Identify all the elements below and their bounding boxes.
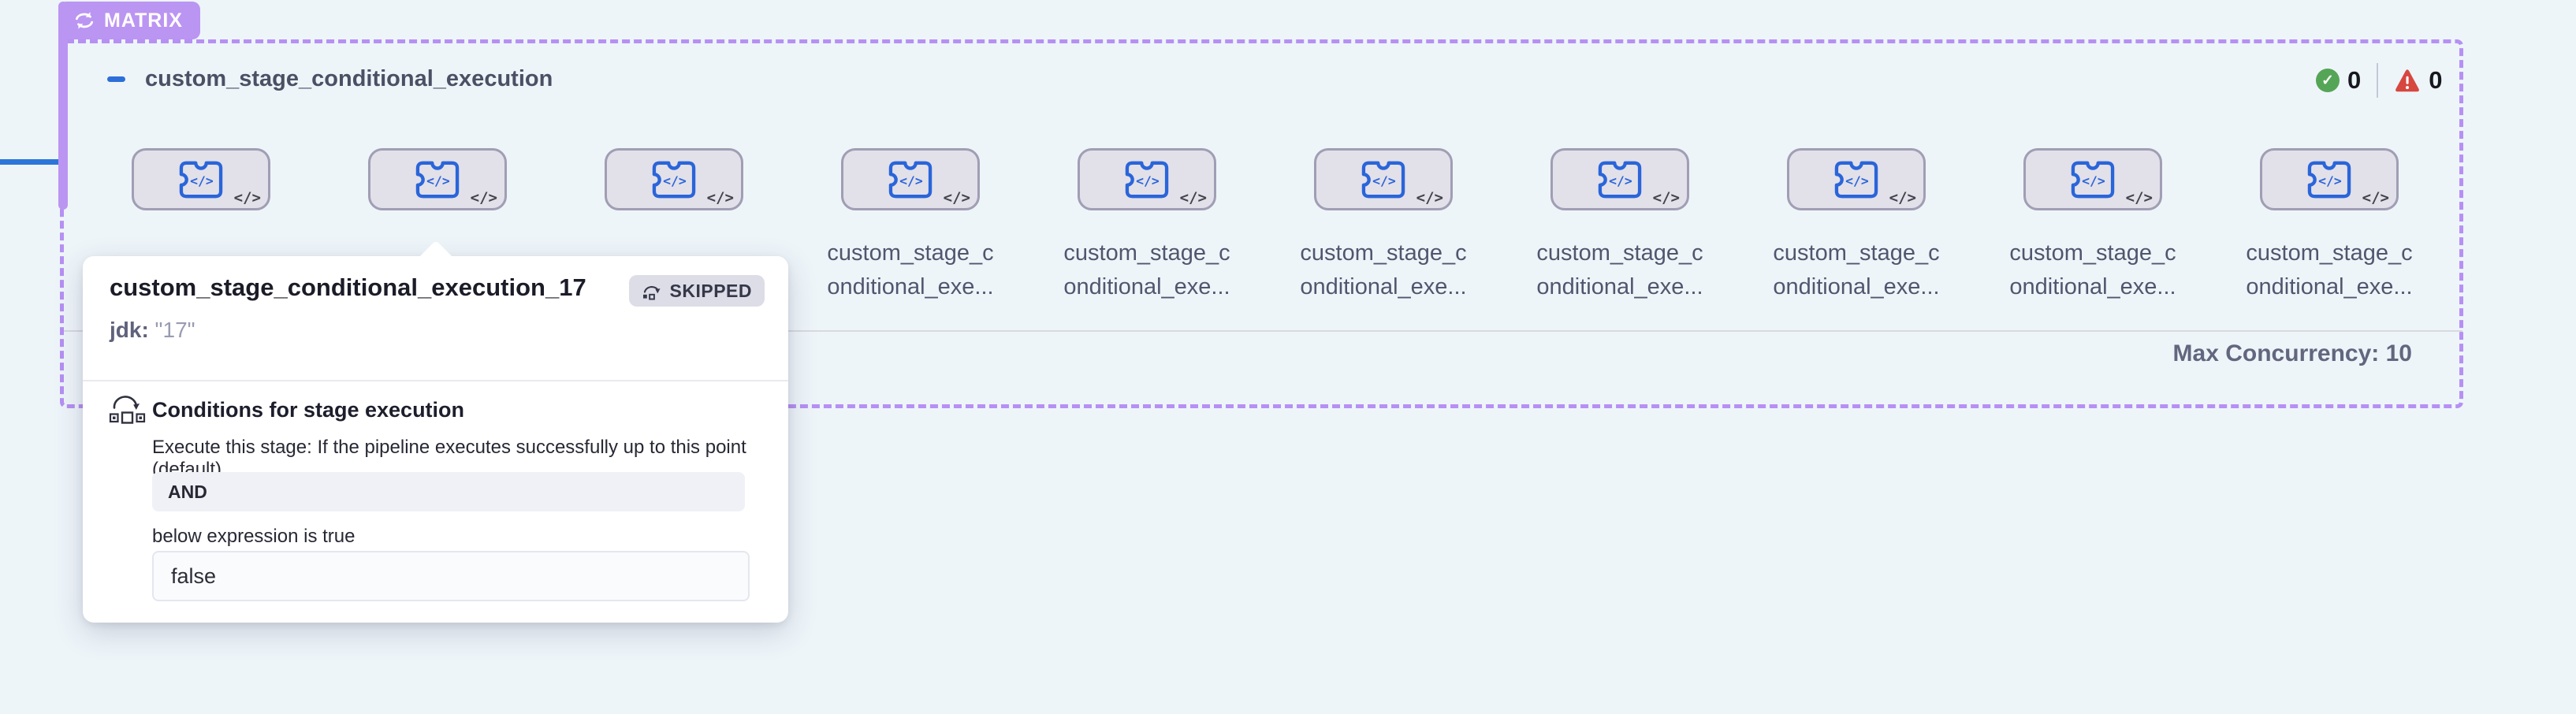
max-concurrency-label: Max Concurrency: 10 xyxy=(2172,340,2412,366)
stage-card[interactable]: </> </> xyxy=(2023,148,2162,210)
stage-card[interactable]: </> </> xyxy=(368,148,507,210)
matrix-badge: MATRIX xyxy=(58,2,200,39)
stage-item: </> </> custom_stage_c onditional_exe... xyxy=(2246,148,2413,299)
svg-text:</>: </> xyxy=(2318,173,2342,188)
loop-icon xyxy=(75,12,94,29)
code-icon: </> xyxy=(706,189,734,206)
stage-card[interactable]: </> </> xyxy=(1550,148,1689,210)
conditional-execution-icon xyxy=(109,396,146,424)
custom-stage-icon: </> xyxy=(652,161,696,198)
variable-key: jdk: xyxy=(110,318,149,342)
stage-details-popover: custom_stage_conditional_execution_17 SK… xyxy=(83,240,788,623)
svg-text:</>: </> xyxy=(899,173,923,188)
conditions-heading: Conditions for stage execution xyxy=(152,398,465,422)
counts-divider xyxy=(2377,63,2379,98)
stage-card[interactable]: </> </> xyxy=(1078,148,1216,210)
success-count: 0 xyxy=(2347,66,2362,94)
code-icon: </> xyxy=(1416,189,1443,206)
section-divider xyxy=(64,330,2462,332)
skipped-icon xyxy=(642,285,661,300)
stage-card[interactable]: </> </> xyxy=(1314,148,1453,210)
variable-value: "17" xyxy=(148,318,195,342)
custom-stage-icon: </> xyxy=(415,161,460,198)
conditions-note: below expression is true xyxy=(152,526,356,547)
custom-stage-icon: </> xyxy=(179,161,223,198)
svg-text:</>: </> xyxy=(426,173,450,188)
stage-label: custom_stage_c onditional_exe... xyxy=(1300,240,1467,299)
stage-card[interactable]: </> </> xyxy=(841,148,980,210)
stage-label: custom_stage_c onditional_exe... xyxy=(1063,240,1230,299)
code-icon: </> xyxy=(1889,189,1916,206)
code-icon: </> xyxy=(943,189,970,206)
custom-stage-icon: </> xyxy=(1361,161,1405,198)
popover-title: custom_stage_conditional_execution_17 xyxy=(110,273,586,301)
svg-text:</>: </> xyxy=(1609,173,1632,188)
status-badge: SKIPPED xyxy=(628,275,765,307)
status-badge-label: SKIPPED xyxy=(669,280,752,301)
stage-card[interactable]: </> </> xyxy=(2260,148,2399,210)
popover-divider xyxy=(83,380,788,381)
stage-item: </> </> custom_stage_c onditional_exe... xyxy=(1773,148,1940,299)
stage-card[interactable]: </> </> xyxy=(132,148,270,210)
stage-item: </> </> custom_stage_c onditional_exe... xyxy=(605,148,743,210)
stage-item: </> </> custom_stage_c onditional_exe... xyxy=(132,148,270,210)
stage-label: custom_stage_c onditional_exe... xyxy=(2246,240,2413,299)
stage-label: custom_stage_c onditional_exe... xyxy=(2009,240,2176,299)
custom-stage-icon: </> xyxy=(2071,161,2115,198)
collapse-button[interactable] xyxy=(107,76,125,82)
code-icon: </> xyxy=(233,189,261,206)
stage-item: </> </> custom_stage_c onditional_exe... xyxy=(1536,148,1703,299)
expression-input: false xyxy=(152,551,750,601)
custom-stage-icon: </> xyxy=(1125,161,1169,198)
svg-text:</>: </> xyxy=(663,173,687,188)
error-count: 0 xyxy=(2429,66,2443,94)
matrix-title: custom_stage_conditional_execution xyxy=(145,66,553,91)
code-icon: </> xyxy=(2362,189,2389,206)
custom-stage-icon: </> xyxy=(2307,161,2351,198)
code-icon: </> xyxy=(470,189,497,206)
svg-text:</>: </> xyxy=(1372,173,1396,188)
check-glyph: ✓ xyxy=(2321,72,2334,89)
custom-stage-icon: </> xyxy=(1598,161,1642,198)
stage-label: custom_stage_c onditional_exe... xyxy=(1536,240,1703,299)
success-icon: ✓ xyxy=(2316,69,2340,92)
stage-item: </> </> custom_stage_c onditional_exe... xyxy=(1300,148,1467,299)
code-icon: </> xyxy=(1179,189,1207,206)
warning-icon xyxy=(2395,69,2420,92)
matrix-container xyxy=(60,39,2463,408)
svg-text:</>: </> xyxy=(1845,173,1869,188)
operator-bar: AND xyxy=(152,472,745,511)
status-counts: ✓ 0 0 xyxy=(2316,63,2443,98)
svg-text:</>: </> xyxy=(190,173,214,188)
stage-item: </> </> custom_stage_c onditional_exe... xyxy=(2009,148,2176,299)
code-icon: </> xyxy=(2125,189,2153,206)
custom-stage-icon: </> xyxy=(1834,161,1878,198)
custom-stage-icon: </> xyxy=(888,161,932,198)
stage-label: custom_stage_c onditional_exe... xyxy=(1773,240,1940,299)
matrix-badge-label: MATRIX xyxy=(104,9,183,32)
stage-item: </> </> custom_stage_c onditional_exe... xyxy=(1063,148,1230,299)
stage-label: custom_stage_c onditional_exe... xyxy=(827,240,994,299)
stage-card[interactable]: </> </> xyxy=(605,148,743,210)
stage-item: </> </> custom_stage_c onditional_exe... xyxy=(368,148,507,210)
stage-card[interactable]: </> </> xyxy=(1787,148,1926,210)
matrix-accent-bar xyxy=(58,2,68,210)
svg-text:</>: </> xyxy=(1136,173,1160,188)
pipeline-connector-line xyxy=(0,159,63,165)
svg-text:</>: </> xyxy=(2082,173,2105,188)
code-icon: </> xyxy=(1652,189,1680,206)
stage-item: </> </> custom_stage_c onditional_exe... xyxy=(827,148,994,299)
matrix-variable: jdk: "17" xyxy=(110,318,195,343)
